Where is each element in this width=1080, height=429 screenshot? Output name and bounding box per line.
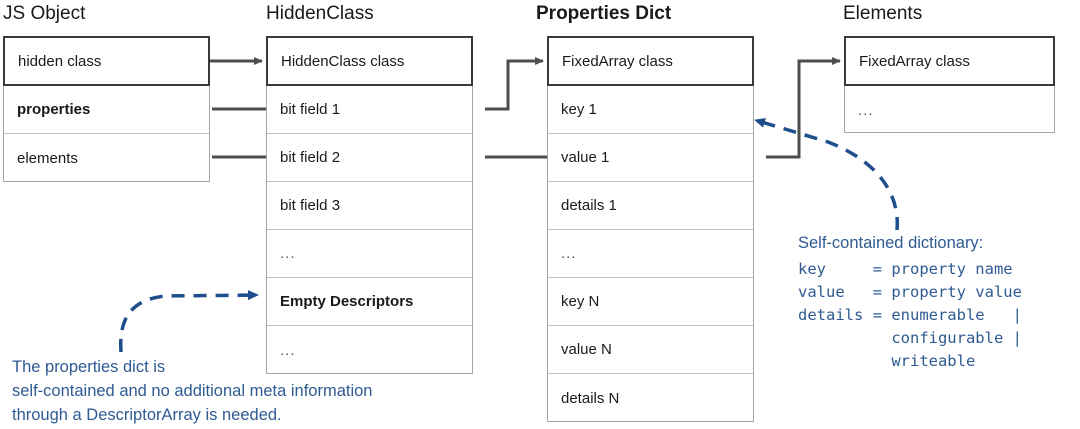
row-hidden-class[interactable]: hidden class — [3, 36, 210, 86]
connector-value1-to-elements — [766, 57, 841, 159]
annotation-right-mono-line-1: key = property name — [798, 260, 1013, 278]
column-header-properties-dict: Properties Dict — [536, 3, 672, 24]
row-key-n[interactable]: key N — [548, 278, 753, 326]
annotation-right-heading: Self-contained dictionary: — [798, 234, 984, 252]
row-elements-ellipsis: ... — [858, 101, 874, 119]
struct-properties-dict: FixedArray class key 1 value 1 details 1… — [547, 36, 754, 422]
annotation-bottom-left-line-3: through a DescriptorArray is needed. — [12, 406, 282, 424]
column-header-js-object: JS Object — [3, 3, 86, 24]
row-details-n[interactable]: details N — [561, 389, 620, 407]
row-value-1[interactable]: value 1 — [548, 134, 753, 182]
row-hidden-class-ellipsis: ... — [267, 230, 472, 278]
annotation-right-mono-line-3: details = enumerable | — [798, 306, 1022, 324]
struct-hidden-class: HiddenClass class bit field 1 bit field … — [266, 36, 473, 374]
annotation-arrow-empty-descriptors — [118, 290, 259, 353]
row-bit-field-3[interactable]: bit field 3 — [267, 182, 472, 230]
annotation-right-mono-line-2: value = property value — [798, 283, 1022, 301]
row-hiddenclass-class[interactable]: HiddenClass class — [266, 36, 473, 86]
row-bit-field-1[interactable]: bit field 1 — [267, 86, 472, 134]
row-elements[interactable]: elements — [17, 149, 78, 167]
column-header-elements: Elements — [843, 3, 923, 24]
row-fixedarray-class-props[interactable]: FixedArray class — [547, 36, 754, 86]
row-properties[interactable]: properties — [4, 86, 209, 134]
annotation-right-mono-line-5: writeable — [798, 352, 976, 370]
row-key-1[interactable]: key 1 — [548, 86, 753, 134]
column-header-hidden-class: HiddenClass — [266, 3, 374, 24]
row-properties-dict-ellipsis: ... — [548, 230, 753, 278]
struct-elements: FixedArray class ... — [844, 36, 1055, 133]
connector-bitfield1-to-properties-dict — [485, 57, 544, 111]
annotation-right-mono-line-4: configurable | — [798, 329, 1022, 347]
row-empty-descriptors[interactable]: Empty Descriptors — [267, 278, 472, 326]
row-bit-field-2[interactable]: bit field 2 — [267, 134, 472, 182]
row-hidden-class-ellipsis-2: ... — [280, 341, 296, 359]
row-value-n[interactable]: value N — [548, 326, 753, 374]
annotation-arrow-self-contained-dict — [754, 118, 900, 231]
row-details-1[interactable]: details 1 — [548, 182, 753, 230]
row-fixedarray-class-elements[interactable]: FixedArray class — [844, 36, 1055, 86]
struct-js-object: hidden class properties elements — [3, 36, 210, 182]
annotation-bottom-left-line-2: self-contained and no additional meta in… — [12, 382, 373, 400]
annotation-bottom-left-line-1: The properties dict is — [12, 358, 166, 376]
